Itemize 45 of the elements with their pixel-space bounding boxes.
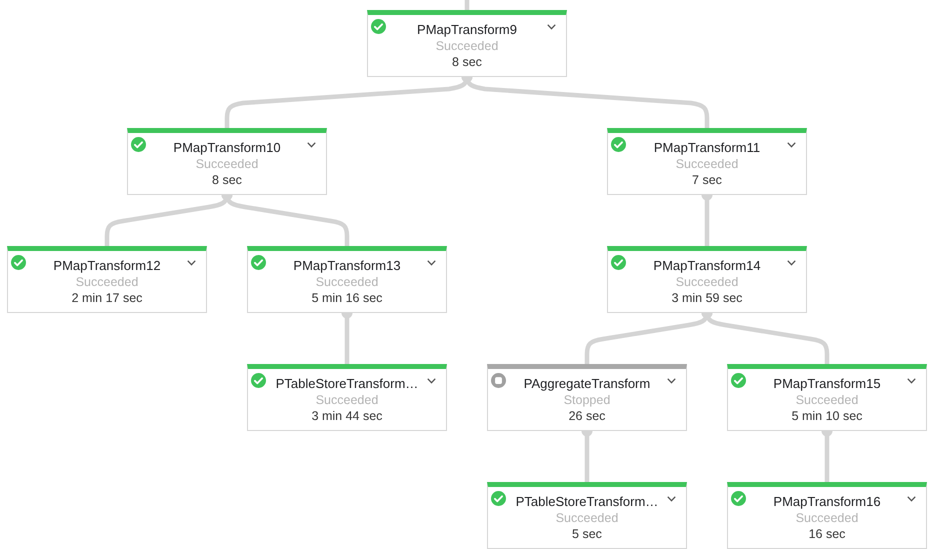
step-name: PMapTransform11 bbox=[654, 140, 760, 156]
step-duration: 5 sec bbox=[572, 526, 602, 542]
step-status: Succeeded bbox=[316, 392, 378, 408]
step-card bbox=[727, 364, 927, 431]
step-card bbox=[487, 482, 687, 549]
step-status: Succeeded bbox=[76, 274, 138, 290]
step-status: Succeeded bbox=[796, 392, 858, 408]
step-duration: 2 min 17 sec bbox=[72, 290, 142, 306]
step-card bbox=[487, 364, 687, 431]
step-card bbox=[607, 246, 807, 313]
step-name: PMapTransform15 bbox=[773, 376, 881, 392]
step-status: Succeeded bbox=[316, 274, 378, 290]
step-status: Succeeded bbox=[196, 156, 258, 172]
step-duration: 8 sec bbox=[212, 172, 242, 188]
step-name: PMapTransform10 bbox=[173, 140, 281, 156]
step-duration: 5 min 10 sec bbox=[792, 408, 862, 424]
step-name: PTableStoreTransform… bbox=[516, 494, 658, 510]
step-card bbox=[247, 364, 447, 431]
step-duration: 7 sec bbox=[692, 172, 722, 188]
step-card bbox=[727, 482, 927, 549]
step-duration: 8 sec bbox=[452, 54, 482, 70]
step-name: PTableStoreTransform… bbox=[276, 376, 418, 392]
step-status: Succeeded bbox=[556, 510, 618, 526]
step-card bbox=[7, 246, 207, 313]
step-name: PMapTransform14 bbox=[653, 258, 761, 274]
step-duration: 3 min 59 sec bbox=[672, 290, 742, 306]
connector-line bbox=[464, 0, 470, 10]
step-duration: 3 min 44 sec bbox=[312, 408, 382, 424]
step-card bbox=[247, 246, 447, 313]
step-duration: 5 min 16 sec bbox=[312, 290, 382, 306]
step-card bbox=[607, 128, 807, 195]
step-card bbox=[367, 10, 567, 77]
step-status: Succeeded bbox=[436, 38, 498, 54]
step-duration: 16 sec bbox=[808, 526, 846, 542]
step-card bbox=[127, 128, 327, 195]
step-name: PMapTransform13 bbox=[293, 258, 401, 274]
step-status: Succeeded bbox=[796, 510, 858, 526]
step-status: Stopped bbox=[564, 392, 610, 408]
step-name: PMapTransform12 bbox=[53, 258, 161, 274]
step-name: PMapTransform9 bbox=[417, 22, 517, 38]
step-name: PAggregateTransform bbox=[524, 376, 650, 392]
step-status: Succeeded bbox=[676, 274, 738, 290]
step-status: Succeeded bbox=[676, 156, 738, 172]
step-name: PMapTransform16 bbox=[773, 494, 881, 510]
step-duration: 26 sec bbox=[568, 408, 606, 424]
